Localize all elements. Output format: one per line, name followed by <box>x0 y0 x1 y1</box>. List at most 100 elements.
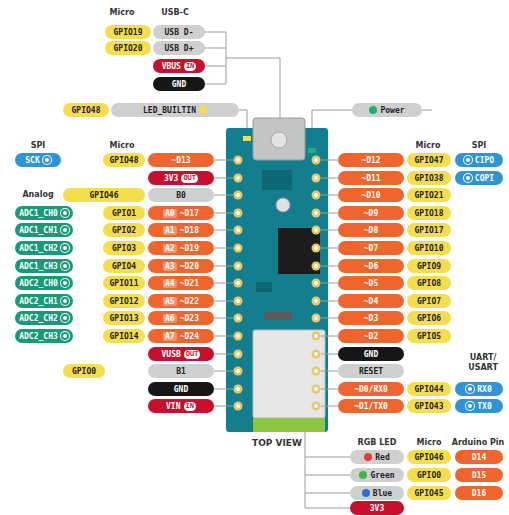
pin-name: ADC1_CH0 <box>19 209 58 218</box>
pin-label: B0 <box>148 188 214 202</box>
pin-label-content: ~D3 <box>364 314 378 323</box>
pin-leader <box>214 354 338 355</box>
pin-label-content: ~D0/RX0 <box>354 385 388 394</box>
pin-label: 3V3 <box>350 501 404 515</box>
pin-label-content: GPIO38 <box>415 174 444 183</box>
radio-module <box>253 330 325 418</box>
pin-pad <box>234 156 243 165</box>
pin-pad <box>234 174 243 183</box>
pin-label: A7~D24 <box>148 329 214 343</box>
pin-label: USB D+ <box>153 41 205 55</box>
pin-label: GPIO19 <box>105 25 151 39</box>
pin-name: ADC1_CH2 <box>19 244 58 253</box>
pin-icon <box>359 471 367 479</box>
pin-name: ~D20 <box>180 262 199 271</box>
pin-label: ADC2_CH3 <box>15 329 73 343</box>
pin-leader <box>214 318 338 319</box>
pin-name: ADC2_CH2 <box>19 314 58 323</box>
pin-label-content: ADC2_CH3 <box>19 332 69 341</box>
pin-label-content: GPIO21 <box>415 191 444 200</box>
pin-pad <box>312 262 321 271</box>
pin-label-content: GPIO5 <box>417 332 441 341</box>
pin-name: GPIO46 <box>415 453 444 462</box>
pin-icon <box>61 262 69 270</box>
pin-label: GND <box>153 77 205 91</box>
pin-label: ~D13 <box>148 153 214 167</box>
pin-hole <box>314 246 318 250</box>
analog-pin: A1 <box>163 226 177 235</box>
pin-label: D14 <box>455 450 503 464</box>
pin-leader <box>214 406 338 407</box>
pin-label-content: GPIO18 <box>415 209 444 218</box>
analog-pin: A7 <box>163 332 177 341</box>
pin-name: ~D7 <box>364 244 378 253</box>
pin-icon <box>61 279 69 287</box>
pin-name: GPIO7 <box>417 297 441 306</box>
pin-label-content: ~D2 <box>364 332 378 341</box>
pin-pad <box>312 385 321 394</box>
pin-name: GPIO38 <box>415 174 444 183</box>
pin-pad <box>234 314 243 323</box>
pin-leader <box>214 230 338 231</box>
pin-pad <box>312 402 321 411</box>
pin-label: GPIO43 <box>407 399 451 413</box>
pin-name: VIN <box>166 402 180 411</box>
usb-c-connector <box>253 118 305 160</box>
pin-label-content: USB D- <box>165 28 194 37</box>
pin-label-content: ~D10 <box>361 191 380 200</box>
pin-hole <box>314 352 318 356</box>
pin-label-content: A0~D17 <box>163 209 199 218</box>
pin-name: GPIO20 <box>114 44 143 53</box>
pin-holes <box>234 156 321 411</box>
pin-pad <box>234 226 243 235</box>
pin-name: ADC2_CH3 <box>19 332 58 341</box>
pin-label-content: ~D1/TX0 <box>354 402 388 411</box>
pin-label: ~D7 <box>338 241 404 255</box>
pin-label: GND <box>148 382 214 396</box>
pin-name: SCK <box>25 156 39 165</box>
pin-hole <box>236 264 240 268</box>
pin-label: SCK <box>15 153 61 167</box>
pin-name: GPIO18 <box>415 209 444 218</box>
pin-pad <box>234 350 243 359</box>
pin-label: GPIO18 <box>407 206 451 220</box>
pin-pad <box>312 314 321 323</box>
pin-name: ~D3 <box>364 314 378 323</box>
pin-label: VININ <box>148 399 214 413</box>
pin-hole <box>314 228 318 232</box>
pin-label: GPIO38 <box>407 171 451 185</box>
pin-name: GPIO11 <box>110 279 139 288</box>
chip <box>278 228 320 274</box>
pin-label-content: D14 <box>472 453 486 462</box>
pin-label-content: GPIO17 <box>415 226 444 235</box>
pin-label-content: A5~D22 <box>163 297 199 306</box>
pin-label: GPIO46 <box>407 450 451 464</box>
pin-label: GPIO4 <box>103 259 145 273</box>
pin-label-content: GPIO14 <box>110 332 139 341</box>
pin-name: GPIO45 <box>415 489 444 498</box>
pin-name: ~D8 <box>364 226 378 235</box>
pin-name: Green <box>370 471 394 480</box>
pin-hole <box>236 246 240 250</box>
pin-label-content: GND <box>174 385 188 394</box>
pin-label-content: Green <box>359 471 394 480</box>
pin-name: GPIO10 <box>415 244 444 253</box>
pin-label-content: A7~D24 <box>163 332 199 341</box>
pin-pad <box>312 226 321 235</box>
pin-label: LED_BUILTIN <box>111 103 239 117</box>
pin-label: GPIO14 <box>103 329 145 343</box>
pin-name: ~D4 <box>364 297 378 306</box>
pin-icon <box>199 106 207 114</box>
pin-hole <box>236 158 240 162</box>
pin-name: GPIO47 <box>415 156 444 165</box>
pin-hole <box>236 211 240 215</box>
pin-label: ADC1_CH0 <box>15 206 73 220</box>
pin-label-content: GPIO13 <box>110 314 139 323</box>
pin-name: COPI <box>475 174 494 183</box>
header-label: SPI <box>31 141 46 150</box>
pin-label-content: ADC1_CH0 <box>19 209 69 218</box>
pin-label: ADC1_CH3 <box>15 259 73 273</box>
pin-name: ~D24 <box>180 332 199 341</box>
pin-icon <box>369 106 377 114</box>
